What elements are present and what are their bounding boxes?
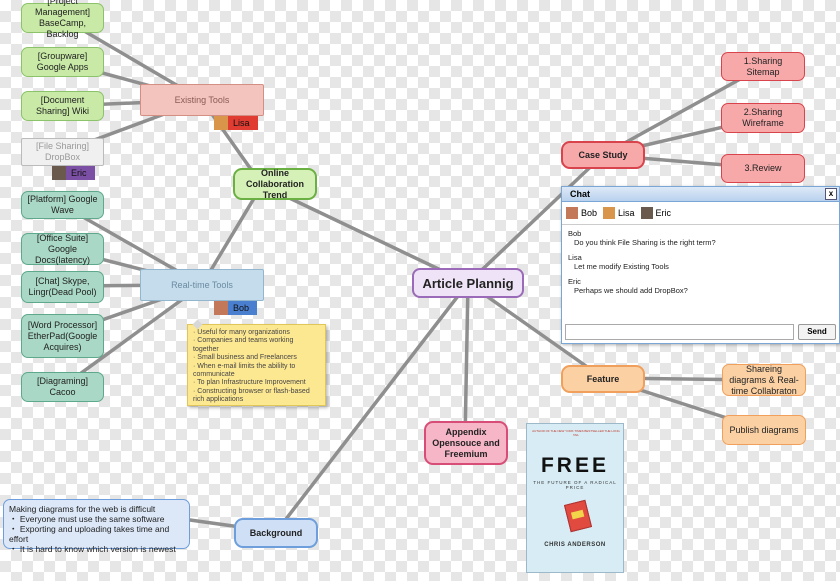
node-appendix[interactable]: Appendix Opensouce and Freemium [424, 421, 508, 465]
chat-user-name: Lisa [618, 208, 635, 218]
background-note-line: ・ Everyone must use the same software [9, 514, 165, 524]
chat-log: Bob Do you think File Sharing is the rig… [562, 225, 839, 315]
chat-title: Chat [570, 189, 590, 199]
book-title: FREE [540, 454, 609, 477]
node-platform[interactable]: [Platform] Google Wave [21, 191, 104, 219]
node-sharing-wireframe[interactable]: 2.Sharing Wireframe [721, 103, 805, 133]
owner-lisa: Lisa [214, 116, 258, 130]
book-subtitle: THE FUTURE OF A RADICAL PRICE [533, 480, 617, 490]
sticky-line: · Useful for many organizations [193, 329, 290, 336]
chat-input[interactable] [565, 324, 794, 340]
background-note[interactable]: Making diagrams for the web is difficult… [3, 499, 190, 554]
sticky-line: · Constructing browser or flash-based ri… [193, 387, 310, 404]
node-realtime-tools[interactable]: Real-time Tools [140, 269, 264, 301]
chat-message: Eric Perhaps we should add DropBox? [568, 277, 833, 295]
send-button[interactable]: Send [798, 324, 836, 340]
chat-message: Lisa Let me modify Existing Tools [568, 253, 833, 271]
node-background[interactable]: Background [234, 518, 318, 548]
owner-eric: Eric [52, 166, 95, 180]
bob-avatar-icon [214, 301, 228, 315]
node-chat[interactable]: [Chat] Skype, Lingr(Dead Pool) [21, 271, 104, 303]
node-diagraming[interactable]: [Diagraming] Cacoo [21, 372, 104, 402]
close-icon[interactable]: x [825, 188, 837, 200]
node-article-planning[interactable]: Article Plannig [412, 268, 524, 298]
chat-window[interactable]: Chat x Bob Lisa Eric Bob Do you think Fi… [561, 186, 840, 344]
chat-sender: Lisa [568, 253, 582, 262]
chat-titlebar[interactable]: Chat x [562, 187, 839, 202]
chat-user-name: Eric [655, 208, 672, 218]
background-note-line: ・ It is hard to know which version is ne… [9, 544, 176, 554]
node-review[interactable]: 3.Review [721, 154, 805, 183]
lisa-avatar-icon [603, 207, 616, 219]
owner-lisa-label: Lisa [228, 116, 258, 130]
node-sharing-sitemap[interactable]: 1.Sharing Sitemap [721, 52, 805, 81]
background-note-line: ・ Exporting and uploading takes time and… [9, 524, 170, 544]
background-note-line: Making diagrams for the web is difficult [9, 504, 156, 514]
chat-user-eric: Eric [640, 207, 672, 219]
sticky-line: · Small business and Freelancers [193, 354, 297, 362]
price-tag-icon [563, 499, 593, 533]
owner-eric-label: Eric [66, 166, 95, 180]
eric-avatar-icon [52, 166, 66, 180]
lisa-avatar-icon [214, 116, 228, 130]
node-project-management[interactable]: [Project Management] BaseCamp, Backlog [21, 0, 104, 39]
chat-input-row: Send [565, 324, 836, 340]
bob-avatar-icon [566, 207, 578, 219]
chat-sender: Bob [568, 229, 582, 238]
eric-avatar-icon [640, 207, 653, 219]
chat-text: Do you think File Sharing is the right t… [574, 238, 716, 247]
node-publish-diagrams[interactable]: Publish diagrams [722, 415, 806, 445]
node-sharing-diagrams[interactable]: Shareing diagrams & Real-time Collabrato… [722, 364, 806, 396]
node-online-collaboration-trend[interactable]: Online Collaboration Trend [233, 168, 317, 200]
node-groupware[interactable]: [Groupware] Google Apps [21, 47, 104, 77]
book-author: CHRIS ANDERSON [544, 542, 606, 548]
book-tagline: AUTHOR OF THE NEW YORK TIMES BESTSELLER … [532, 429, 620, 437]
sticky-line: · Companies and teams working together [193, 337, 294, 353]
chat-sender: Eric [568, 277, 581, 286]
sticky-note[interactable]: · Useful for many organizations · Compan… [187, 319, 326, 406]
node-office-suite[interactable]: [Office Suite] Google Docs(latency) [21, 233, 104, 265]
chat-text: Perhaps we should add DropBox? [574, 286, 688, 295]
chat-user-lisa: Lisa [603, 207, 635, 219]
sticky-line: · When e-mail limits the abililty to com… [193, 362, 296, 379]
chat-user-list: Bob Lisa Eric [562, 202, 839, 225]
chat-user-bob: Bob [566, 207, 597, 219]
node-file-sharing[interactable]: [File Sharing] DropBox [21, 138, 104, 166]
chat-message: Bob Do you think File Sharing is the rig… [568, 229, 833, 247]
chat-user-name: Bob [581, 208, 598, 218]
sticky-line: · To plan Infrastructure Improvement [193, 379, 306, 387]
node-feature[interactable]: Feature [561, 365, 645, 393]
node-case-study[interactable]: Case Study [561, 141, 645, 169]
node-document-sharing[interactable]: [Document Sharing] Wiki [21, 91, 104, 121]
node-word-processor[interactable]: [Word Processor] EtherPad(Google Acquire… [21, 314, 104, 358]
owner-bob: Bob [214, 301, 258, 315]
book-cover-image: AUTHOR OF THE NEW YORK TIMES BESTSELLER … [526, 423, 624, 573]
chat-text: Let me modify Existing Tools [574, 262, 669, 271]
owner-bob-label: Bob [228, 301, 258, 315]
node-existing-tools[interactable]: Existing Tools [140, 84, 264, 116]
